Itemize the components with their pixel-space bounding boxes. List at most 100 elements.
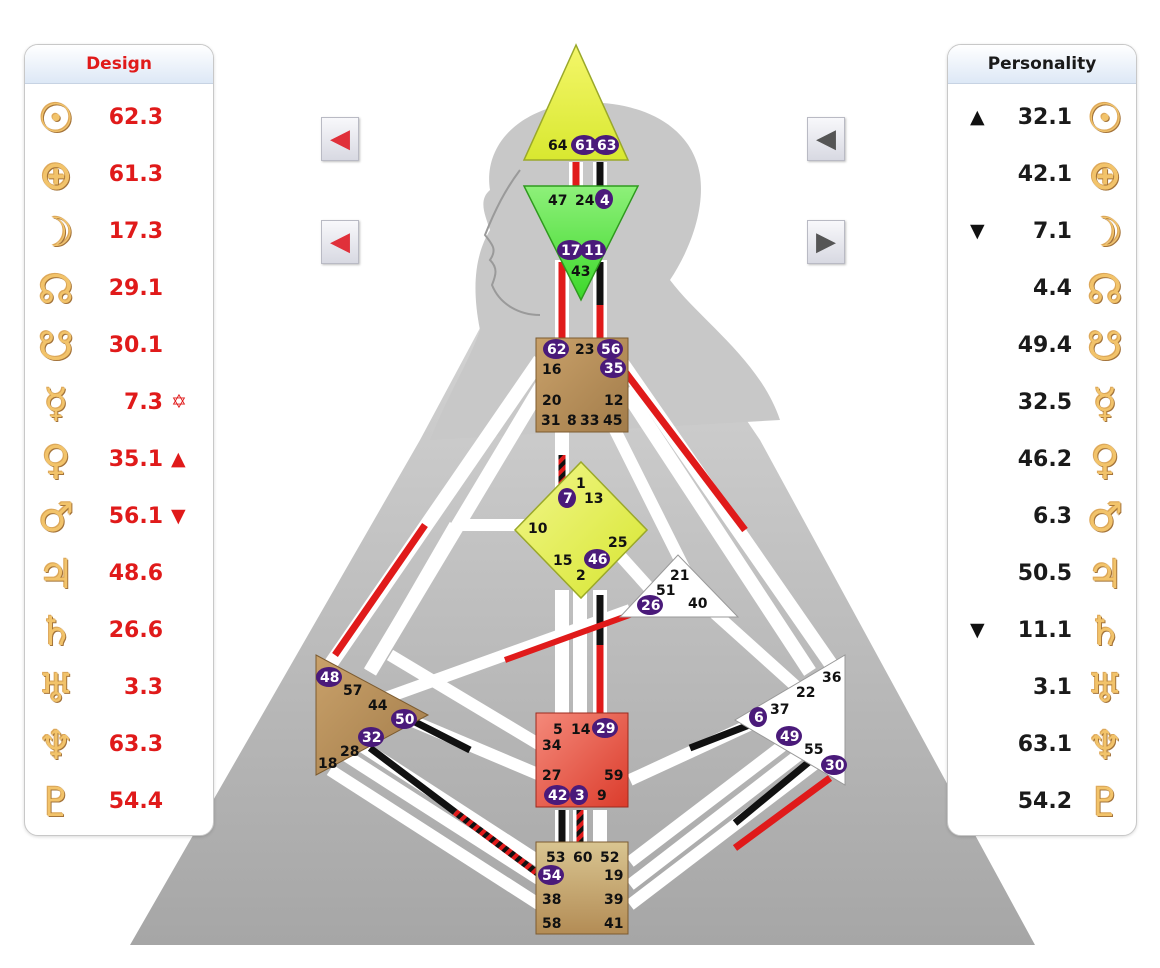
svg-text:38: 38	[542, 892, 561, 908]
design-row: ☊29.1	[25, 263, 213, 317]
svg-text:36: 36	[822, 670, 841, 686]
personality-value: 11.1	[1017, 618, 1072, 643]
moon-icon: ☽	[38, 210, 74, 256]
design-panel: Design ☉62.3⊕61.3☽17.3☊29.1☋30.1☿7.3✡♀35…	[24, 44, 214, 836]
sun-icon: ☉	[1087, 96, 1123, 142]
personality-row: ☿32.5	[948, 377, 1136, 431]
svg-text:52: 52	[600, 850, 619, 866]
svg-text:50: 50	[395, 712, 415, 728]
design-row: ⊕ 61.3	[25, 149, 213, 203]
svg-text:5: 5	[553, 722, 563, 738]
arrow-left-icon: ◀	[330, 124, 350, 154]
sun-icon: ☉	[38, 96, 74, 142]
svg-text:58: 58	[542, 916, 561, 932]
design-value: 56.1	[108, 504, 163, 529]
svg-text:16: 16	[542, 362, 561, 378]
svg-text:39: 39	[604, 892, 623, 908]
earth-icon: ⊕	[1088, 153, 1122, 199]
design-value: 61.3	[108, 162, 163, 187]
svg-text:49: 49	[780, 729, 799, 745]
personality-row: ♂6.3	[948, 491, 1136, 545]
marker-icon: ▼	[970, 619, 985, 641]
arrow-left-icon: ◀	[330, 227, 350, 257]
marker-icon: ✡	[171, 391, 187, 413]
svg-text:15: 15	[553, 553, 572, 569]
svg-text:24: 24	[575, 193, 595, 209]
mars-icon: ♂	[1087, 495, 1123, 541]
svg-text:14: 14	[571, 722, 591, 738]
svg-text:64: 64	[548, 138, 568, 154]
svg-text:54: 54	[542, 868, 562, 884]
design-value: 48.6	[108, 561, 163, 586]
personality-arrow-mid-button[interactable]: ▶	[807, 220, 845, 264]
svg-text:55: 55	[804, 742, 823, 758]
svg-text:3: 3	[575, 788, 585, 804]
svg-text:44: 44	[368, 698, 388, 714]
uranus-icon: ♅	[38, 666, 74, 712]
arrow-right-icon: ▶	[816, 227, 836, 257]
g-center	[513, 460, 649, 600]
personality-value: 32.1	[1017, 105, 1072, 130]
design-value: 17.3	[108, 219, 163, 244]
svg-text:43: 43	[571, 264, 590, 280]
svg-text:23: 23	[575, 342, 594, 358]
personality-row: ♆63.1	[948, 719, 1136, 773]
earth-icon: ⊕	[39, 153, 73, 199]
svg-text:12: 12	[604, 393, 623, 409]
uranus-icon: ♅	[1087, 666, 1123, 712]
pluto-icon: ♇	[38, 780, 74, 826]
mercury-icon: ☿	[43, 381, 69, 427]
south-node-icon: ☋	[38, 324, 74, 370]
personality-row: ☊4.4	[948, 263, 1136, 317]
svg-text:33: 33	[580, 413, 599, 429]
marker-icon: ▲	[171, 448, 186, 470]
svg-text:22: 22	[796, 685, 815, 701]
personality-value: 4.4	[1033, 276, 1072, 301]
design-arrow-top-button[interactable]: ◀	[321, 117, 359, 161]
design-value: 30.1	[108, 333, 163, 358]
jupiter-icon: ♃	[38, 552, 74, 598]
svg-text:37: 37	[770, 702, 789, 718]
svg-text:45: 45	[603, 413, 622, 429]
solar-plexus-center	[734, 654, 846, 786]
personality-value: 32.5	[1017, 390, 1072, 415]
marker-icon: ▲	[970, 106, 985, 128]
personality-value: 50.5	[1017, 561, 1072, 586]
design-row: ♇ 54.4	[25, 776, 213, 830]
design-value: 62.3	[108, 105, 163, 130]
svg-text:17: 17	[561, 243, 580, 259]
svg-text:56: 56	[601, 342, 620, 358]
personality-value: 7.1	[1033, 219, 1072, 244]
moon-icon: ☽	[1087, 210, 1123, 256]
saturn-icon: ♄	[1087, 609, 1123, 655]
svg-text:60: 60	[573, 850, 593, 866]
svg-text:11: 11	[584, 243, 603, 259]
design-value: 7.3	[124, 390, 163, 415]
personality-row: ♅3.1	[948, 662, 1136, 716]
mars-icon: ♂	[38, 495, 74, 541]
personality-row: ♀46.2	[948, 434, 1136, 488]
svg-text:47: 47	[548, 193, 567, 209]
svg-text:6: 6	[754, 710, 764, 726]
svg-text:40: 40	[688, 596, 708, 612]
design-arrow-mid-button[interactable]: ◀	[321, 220, 359, 264]
personality-value: 54.2	[1017, 789, 1072, 814]
design-row: ♆63.3	[25, 719, 213, 773]
design-value: 54.4	[108, 789, 163, 814]
svg-text:26: 26	[641, 598, 660, 614]
personality-panel-title: Personality	[948, 45, 1136, 84]
face-profile	[483, 169, 541, 316]
design-panel-title: Design	[25, 45, 213, 84]
svg-text:25: 25	[608, 535, 627, 551]
neptune-icon: ♆	[1087, 723, 1123, 769]
personality-value: 49.4	[1017, 333, 1072, 358]
svg-text:61: 61	[575, 138, 594, 154]
svg-text:8: 8	[567, 413, 577, 429]
svg-text:20: 20	[542, 393, 562, 409]
svg-text:21: 21	[670, 568, 689, 584]
design-value: 63.3	[108, 732, 163, 757]
south-node-icon: ☋	[1087, 324, 1123, 370]
svg-text:19: 19	[604, 868, 623, 884]
svg-text:29: 29	[596, 721, 615, 737]
personality-arrow-top-button[interactable]: ◀	[807, 117, 845, 161]
